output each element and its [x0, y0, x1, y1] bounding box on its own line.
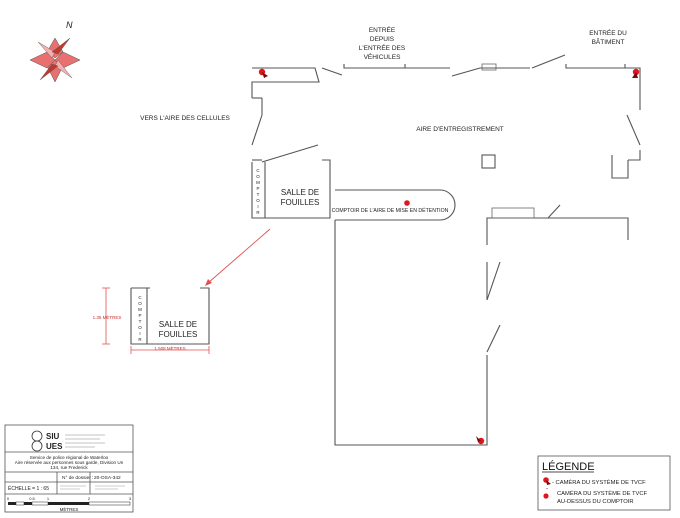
dimension-height: 1.35 MÈTRES [93, 314, 122, 320]
camera-icon [632, 68, 640, 78]
detail-arrow [207, 228, 271, 284]
scale-tick: 0 [7, 496, 10, 501]
search-room-line-1: SALLE DE [281, 188, 319, 197]
building-entrance-label: ENTRÉE DU BÂTIMENT [589, 28, 627, 46]
dome-camera-icon [404, 200, 410, 206]
file-number: 20-OSA-342 [94, 475, 121, 481]
legend-item-dome-line-2: AU-DESSUS DU COMPTOIR [557, 499, 634, 505]
building-entrance-line-2: BÂTIMENT [592, 37, 625, 46]
svg-text:-: - [546, 486, 548, 492]
area-name: Aire réservée aux personnes sous garde, … [15, 460, 124, 465]
svg-text:I: I [139, 331, 140, 336]
logo-text-ues: UES [46, 442, 63, 451]
svg-text:C: C [138, 295, 142, 300]
legend-title: LÉGENDE [542, 460, 595, 473]
compass-rose-icon: N [29, 20, 81, 83]
address: 134, rue Frederick [50, 465, 88, 470]
svg-text:O: O [138, 301, 142, 306]
dome-camera-icon [543, 493, 549, 499]
detail-search-room: C O M P T O I R SALLE DE FOUILLES 1.35 M… [93, 287, 210, 354]
svg-text:M: M [138, 307, 142, 312]
service-name: Service de police régional de Waterloo [30, 455, 109, 460]
siu-logo: SIU UES [31, 430, 105, 452]
scale-tick: 1 [47, 496, 50, 501]
legend-item-camera: - CAMÉRA DU SYSTÈME DE TVCF [552, 479, 646, 486]
dimension-width: 1.508 MÈTRES [154, 345, 185, 351]
north-label: N [66, 20, 73, 30]
scale-tick: 3 [129, 496, 132, 501]
arrow-head-icon [205, 279, 212, 286]
legend: LÉGENDE - CAMÉRA DU SYSTÈME DE TVCF - CA… [537, 455, 671, 511]
scale-tick: 0.5 [29, 496, 35, 501]
counter-vertical-label: C O M P T O I R [256, 168, 260, 215]
svg-text:T: T [139, 319, 142, 324]
title-block: SIU UES Service de police régional de Wa… [4, 424, 134, 513]
camera-icon [258, 68, 268, 78]
detail-search-room-line-2: FOUILLES [159, 330, 198, 339]
camera-icon [543, 477, 551, 485]
svg-text:P: P [256, 186, 259, 191]
svg-text:O: O [256, 198, 260, 203]
to-cells-label: VERS L'AIRE DES CELLULES [140, 115, 230, 122]
scale-label: ÉCHELLE = 1 : 65 [8, 485, 49, 492]
registration-area-label: AIRE D'ENTREGISTREMENT [416, 126, 504, 133]
vehicle-entrance-label: ENTRÉE DEPUIS L'ENTRÉE DES VÉHICULES [359, 25, 406, 61]
svg-text:R: R [138, 337, 142, 342]
booking-counter-label: COMPTOIR DE L'AIRE DE MISE EN DÉTENTION [332, 207, 449, 214]
svg-text:I: I [257, 204, 258, 209]
building-entrance-line-1: ENTRÉE DU [589, 28, 627, 37]
scale-bar: 0 0.5 1 2 3 MÈTRES [7, 496, 132, 512]
camera-icon [476, 436, 485, 445]
svg-text:M: M [256, 180, 260, 185]
counter-letter: C [256, 168, 260, 173]
vehicle-entrance-line-4: VÉHICULES [364, 52, 402, 61]
logo-text-siu: SIU [46, 432, 60, 441]
search-room-line-2: FOUILLES [281, 198, 320, 207]
scale-tick: 2 [88, 496, 91, 501]
svg-text:O: O [256, 174, 260, 179]
scale-unit: MÈTRES [60, 506, 79, 512]
legend-item-dome-line-1: CAMÉRA DU SYSTÈME DE TVCF [557, 490, 648, 497]
vehicle-entrance-line-1: ENTRÉE [369, 25, 396, 34]
svg-text:O: O [138, 325, 142, 330]
vehicle-entrance-line-3: L'ENTRÉE DES [359, 43, 406, 52]
vehicle-entrance-line-2: DEPUIS [370, 36, 395, 43]
file-number-label: N° de dossier : [62, 475, 94, 481]
building-walls [251, 54, 641, 446]
svg-text:P: P [138, 313, 141, 318]
svg-text:T: T [257, 192, 260, 197]
detail-search-room-line-1: SALLE DE [159, 320, 197, 329]
svg-text:R: R [256, 210, 260, 215]
